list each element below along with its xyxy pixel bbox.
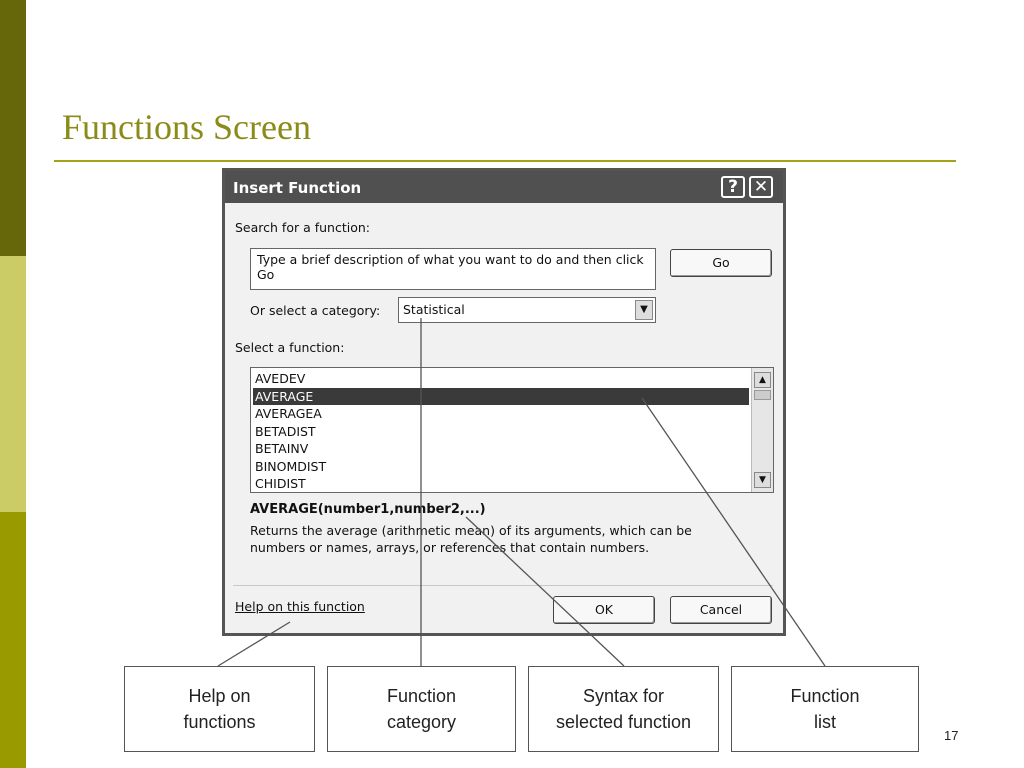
scroll-down-icon[interactable]: ▼ [754, 472, 771, 488]
list-item[interactable]: BINOMDIST [255, 458, 327, 474]
list-item[interactable]: AVEDEV [255, 371, 306, 386]
function-label: Select a function: [235, 340, 345, 355]
search-label: Search for a function: [235, 220, 370, 235]
slide-title: Functions Screen [62, 107, 311, 147]
list-item[interactable]: CHIDIST [255, 476, 306, 491]
dialog-separator [233, 585, 773, 586]
page-number: 17 [944, 728, 959, 743]
ok-button[interactable]: OK [553, 596, 655, 624]
function-list-scrollbar[interactable]: ▲ ▼ [751, 368, 773, 492]
cancel-button[interactable]: Cancel [670, 596, 772, 624]
callout-category-text: Function category [386, 686, 457, 732]
close-icon[interactable]: ✕ [749, 176, 773, 198]
help-icon[interactable]: ? [721, 176, 745, 198]
callout-category: Function category [327, 666, 516, 752]
category-label: Or select a category: [250, 303, 381, 318]
accent-bar-top [0, 0, 26, 256]
list-item[interactable]: AVERAGE [253, 387, 749, 405]
list-item[interactable]: BETAINV [255, 441, 309, 456]
callout-line-syntax [465, 516, 625, 667]
callout-syntax-text: Syntax for selected function [555, 686, 692, 732]
insert-function-dialog: Insert Function ? ✕ Search for a functio… [222, 168, 786, 636]
help-on-function-link[interactable]: Help on this function [235, 599, 365, 614]
go-button[interactable]: Go [670, 249, 772, 277]
accent-bar-bottom [0, 512, 26, 768]
callout-syntax: Syntax for selected function [528, 666, 719, 752]
chevron-down-icon[interactable]: ▼ [635, 300, 653, 320]
category-value: Statistical [403, 302, 465, 317]
list-item[interactable]: BETADIST [255, 423, 316, 439]
callout-list: Function list [731, 666, 919, 752]
function-description: Returns the average (arithmetic mean) of… [250, 523, 692, 555]
title-rule [54, 160, 956, 162]
category-select[interactable]: Statistical ▼ [398, 297, 656, 323]
function-syntax: AVERAGE(number1,number2,...) [250, 502, 486, 517]
dialog-titlebar: Insert Function ? ✕ [225, 171, 783, 203]
scroll-up-icon[interactable]: ▲ [754, 372, 771, 388]
dialog-title: Insert Function [233, 179, 362, 197]
callout-line-list [641, 397, 826, 667]
search-input[interactable]: Type a brief description of what you wan… [250, 248, 656, 290]
callout-help: Help on functions [124, 666, 315, 752]
list-item[interactable]: AVERAGEA [255, 406, 322, 421]
callout-list-text: Function list [790, 686, 860, 732]
accent-bar-middle [0, 256, 26, 512]
callout-line-help [217, 621, 291, 667]
scroll-thumb[interactable] [754, 390, 771, 400]
callout-help-text: Help on functions [183, 686, 256, 732]
